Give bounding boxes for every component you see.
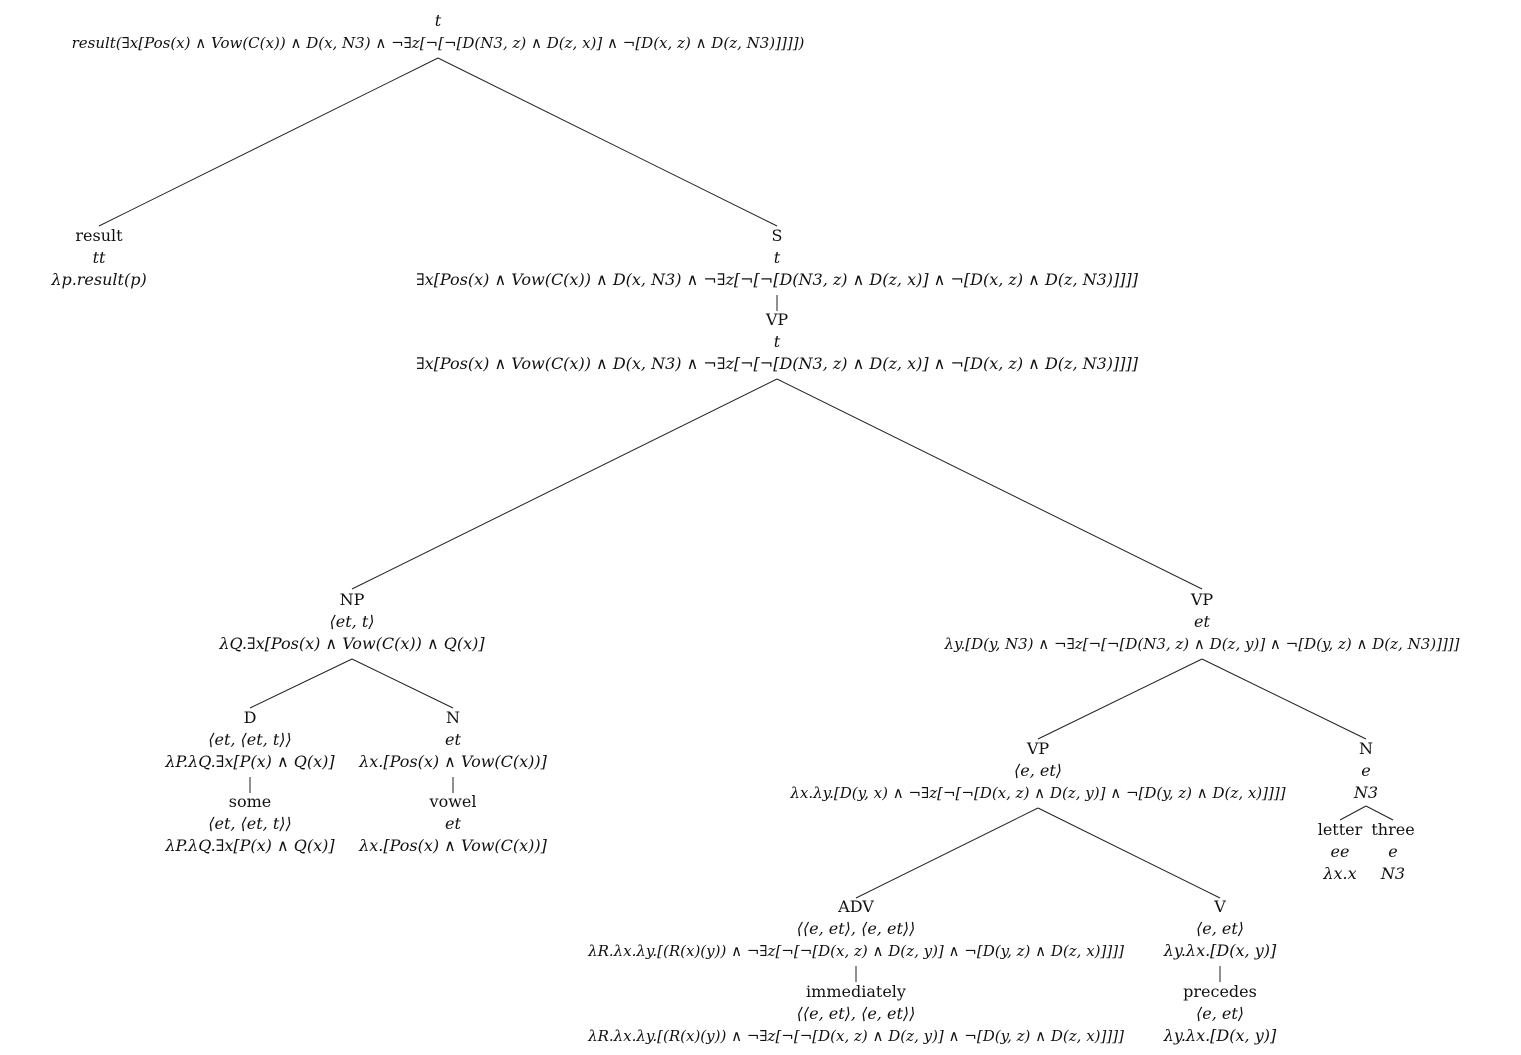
node-label: ADV xyxy=(838,897,874,916)
tree-node-result: result tt λp.result(p) xyxy=(51,225,146,291)
node-label: VP xyxy=(765,310,789,329)
node-type: et xyxy=(445,814,461,833)
tree-node-s: S t ∃x[Pos(x) ∧ Vow(C(x)) ∧ D(x, N3) ∧ ¬… xyxy=(416,225,1138,291)
node-type: ⟨⟨e, et⟩, ⟨e, et⟩⟩ xyxy=(796,919,916,938)
node-semantics: λx.[Pos(x) ∧ Vow(C(x))] xyxy=(359,752,547,771)
node-type: t xyxy=(773,248,781,267)
node-type: e xyxy=(1361,761,1371,780)
tree-node-n-vowel: N et λx.[Pos(x) ∧ Vow(C(x))] xyxy=(359,707,547,773)
node-type: ⟨e, et⟩ xyxy=(1195,919,1245,938)
tree-node-np: NP ⟨et, t⟩ λQ.∃x[Pos(x) ∧ Vow(C(x)) ∧ Q(… xyxy=(219,589,484,655)
node-semantics: λp.result(p) xyxy=(51,270,147,289)
tree-node-n-n3: N e N3 xyxy=(1354,738,1378,804)
node-semantics: λR.λx.λy.[(R(x)(y)) ∧ ¬∃z[¬[¬[D(x, z) ∧ … xyxy=(588,1027,1124,1045)
node-semantics: ∃x[Pos(x) ∧ Vow(C(x)) ∧ D(x, N3) ∧ ¬∃z[¬… xyxy=(415,354,1139,373)
tree-node-vp-et: VP et λy.[D(y, N3) ∧ ¬∃z[¬[¬[D(N3, z) ∧ … xyxy=(944,589,1459,655)
node-semantics: λP.λQ.∃x[P(x) ∧ Q(x)] xyxy=(165,752,335,771)
branch-vp-np xyxy=(351,378,778,590)
tree-node-d: D ⟨et, ⟨et, t⟩⟩ λP.λQ.∃x[P(x) ∧ Q(x)] xyxy=(165,707,334,773)
node-label: NP xyxy=(339,590,365,609)
node-label: vowel xyxy=(429,792,477,811)
node-label: S xyxy=(771,226,783,245)
node-semantics: λx.[Pos(x) ∧ Vow(C(x))] xyxy=(359,836,547,855)
tree-node-letter: letter ee λx.x xyxy=(1318,819,1363,885)
node-semantics: λy.λx.[D(x, y)] xyxy=(1163,941,1277,960)
node-label: VP xyxy=(1190,590,1214,609)
node-type: t xyxy=(434,11,442,30)
branch-vp-et-vp-eet xyxy=(1037,658,1203,740)
tree-node-root: t result(∃x[Pos(x) ∧ Vow(C(x)) ∧ D(x, N3… xyxy=(72,10,805,54)
tree-node-adv: ADV ⟨⟨e, et⟩, ⟨e, et⟩⟩ λR.λx.λy.[(R(x)(y… xyxy=(588,896,1124,962)
tree-node-vowel: vowel et λx.[Pos(x) ∧ Vow(C(x))] xyxy=(359,791,547,857)
branch-vp-vp-et xyxy=(776,378,1203,590)
node-semantics: λP.λQ.∃x[P(x) ∧ Q(x)] xyxy=(165,836,335,855)
branch-n3-letter xyxy=(1339,805,1367,821)
node-semantics: N3 xyxy=(1380,864,1406,883)
tree-node-vp-eet: VP ⟨e, et⟩ λx.λy.[D(y, x) ∧ ¬∃z[¬[¬[D(x,… xyxy=(790,738,1285,804)
branch-root-result xyxy=(98,57,439,227)
branch-np-d xyxy=(249,658,353,709)
node-semantics: ∃x[Pos(x) ∧ Vow(C(x)) ∧ D(x, N3) ∧ ¬∃z[¬… xyxy=(415,270,1139,289)
node-label: V xyxy=(1214,897,1226,916)
tree-node-precedes: precedes ⟨e, et⟩ λy.λx.[D(x, y)] xyxy=(1164,981,1276,1047)
tree-node-some: some ⟨et, ⟨et, t⟩⟩ λP.λQ.∃x[P(x) ∧ Q(x)] xyxy=(165,791,334,857)
node-type: ⟨et, ⟨et, t⟩⟩ xyxy=(208,814,292,833)
node-label: N xyxy=(445,708,460,727)
node-semantics: λQ.∃x[Pos(x) ∧ Vow(C(x)) ∧ Q(x)] xyxy=(219,634,485,653)
node-type: ⟨e, et⟩ xyxy=(1013,761,1063,780)
branch-root-s xyxy=(437,57,778,227)
node-label: VP xyxy=(1026,739,1050,758)
branch-n3-three xyxy=(1365,805,1394,821)
branch-vp-et-n xyxy=(1201,658,1367,740)
node-type: ee xyxy=(1330,842,1350,861)
node-type: ⟨et, t⟩ xyxy=(329,612,375,631)
node-label: result xyxy=(75,226,123,245)
node-type: tt xyxy=(92,248,106,267)
node-type: et xyxy=(1194,612,1210,631)
node-semantics: λx.x xyxy=(1323,864,1357,883)
node-type: ⟨⟨e, et⟩, ⟨e, et⟩⟩ xyxy=(796,1004,916,1023)
branch-vp-eet-adv xyxy=(855,807,1039,899)
tree-node-vp-t: VP t ∃x[Pos(x) ∧ Vow(C(x)) ∧ D(x, N3) ∧ … xyxy=(416,309,1138,375)
node-semantics: λx.λy.[D(y, x) ∧ ¬∃z[¬[¬[D(x, z) ∧ D(z, … xyxy=(790,784,1286,802)
node-label: letter xyxy=(1317,820,1363,839)
branch-vp-eet-v xyxy=(1037,807,1221,899)
node-semantics: result(∃x[Pos(x) ∧ Vow(C(x)) ∧ D(x, N3) … xyxy=(71,34,805,52)
node-type: ⟨et, ⟨et, t⟩⟩ xyxy=(208,730,292,749)
node-label: precedes xyxy=(1183,982,1257,1001)
node-semantics: λy.[D(y, N3) ∧ ¬∃z[¬[¬[D(N3, z) ∧ D(z, y… xyxy=(944,635,1460,653)
tree-node-three: three e N3 xyxy=(1371,819,1414,885)
tree-node-v: V ⟨e, et⟩ λy.λx.[D(x, y)] xyxy=(1164,896,1276,962)
node-semantics: λR.λx.λy.[(R(x)(y)) ∧ ¬∃z[¬[¬[D(x, z) ∧ … xyxy=(588,942,1124,960)
node-type: et xyxy=(445,730,461,749)
node-label: N xyxy=(1359,739,1373,758)
node-type: ⟨e, et⟩ xyxy=(1195,1004,1245,1023)
node-label: immediately xyxy=(806,982,906,1001)
node-semantics: N3 xyxy=(1353,783,1379,802)
node-type: t xyxy=(773,332,781,351)
node-label: some xyxy=(228,792,272,811)
node-label: three xyxy=(1371,820,1415,839)
tree-node-immediately: immediately ⟨⟨e, et⟩, ⟨e, et⟩⟩ λR.λx.λy.… xyxy=(588,981,1124,1047)
node-semantics: λy.λx.[D(x, y)] xyxy=(1163,1026,1277,1045)
node-label: D xyxy=(243,708,257,727)
node-type: e xyxy=(1388,842,1398,861)
branch-np-n xyxy=(351,658,454,709)
